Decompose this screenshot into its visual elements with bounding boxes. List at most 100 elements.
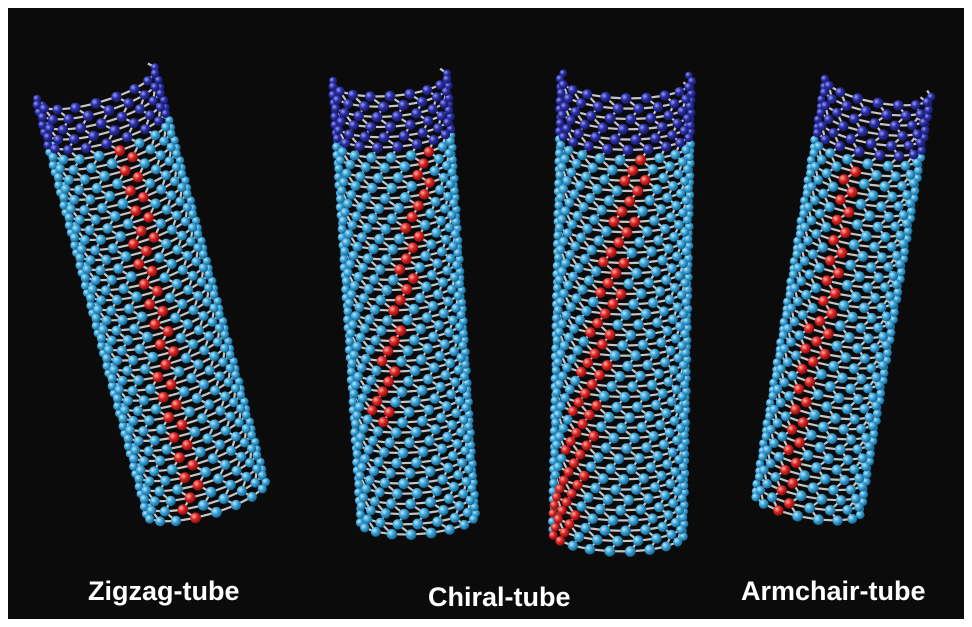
atom-sphere — [412, 488, 423, 499]
atom-sphere — [161, 239, 171, 249]
atom-sphere — [333, 95, 342, 104]
atom-sphere — [852, 343, 863, 354]
atom-sphere — [907, 207, 916, 216]
atom-sphere — [349, 120, 359, 130]
atom-sphere — [133, 375, 143, 385]
atom-sphere — [776, 398, 786, 408]
atom-sphere — [179, 386, 190, 397]
atom-sphere — [454, 365, 464, 375]
atom-sphere — [180, 472, 191, 483]
atom-sphere — [75, 253, 84, 262]
atom-sphere — [807, 216, 817, 226]
atom-sphere — [149, 232, 160, 243]
atom-sphere — [893, 100, 904, 111]
atom-sphere — [633, 535, 644, 546]
atom-sphere — [577, 284, 587, 294]
atom-sphere — [808, 249, 818, 259]
atom-sphere — [140, 364, 151, 375]
atom-sphere — [155, 339, 166, 350]
atom-sphere — [595, 287, 606, 298]
atom-sphere — [818, 189, 828, 199]
atom-sphere — [625, 546, 636, 557]
atom-sphere — [377, 356, 388, 367]
atom-sphere — [140, 90, 150, 100]
atom-sphere — [129, 118, 139, 128]
atom-sphere — [430, 166, 440, 176]
atom-sphere — [454, 501, 464, 511]
atom-sphere — [560, 341, 570, 351]
atom-sphere — [842, 404, 853, 415]
atom-sphere — [557, 506, 567, 516]
atom-sphere — [348, 359, 357, 368]
atom-sphere — [346, 329, 355, 338]
atom-sphere — [876, 201, 887, 212]
atom-sphere — [847, 312, 858, 323]
atom-sphere — [194, 325, 204, 335]
atom-sphere — [856, 510, 865, 519]
atom-sphere — [438, 142, 448, 152]
atom-sphere — [437, 247, 447, 257]
atom-sphere — [188, 339, 198, 349]
atom-sphere — [866, 138, 877, 149]
atom-sphere — [199, 263, 208, 272]
atom-sphere — [838, 121, 848, 131]
atom-sphere — [671, 334, 681, 344]
atom-sphere — [612, 536, 623, 547]
atom-sphere — [352, 411, 361, 420]
atom-sphere — [417, 385, 428, 396]
atom-sphere — [113, 263, 124, 274]
atom-sphere — [673, 486, 683, 496]
atom-sphere — [172, 211, 182, 221]
atom-sphere — [406, 529, 417, 540]
atom-sphere — [110, 211, 121, 222]
atom-sphere — [388, 305, 399, 316]
atom-sphere — [641, 309, 652, 320]
atom-sphere — [635, 155, 646, 166]
atom-sphere — [136, 226, 147, 237]
atom-sphere — [43, 133, 52, 142]
atom-sphere — [378, 101, 389, 112]
atom-sphere — [594, 236, 605, 247]
atom-sphere — [618, 124, 629, 135]
atom-sphere — [868, 393, 878, 403]
atom-sphere — [428, 301, 438, 311]
atom-sphere — [352, 342, 362, 352]
atom-sphere — [555, 223, 564, 232]
atom-sphere — [220, 344, 229, 353]
atom-sphere — [638, 340, 649, 351]
atom-sphere — [363, 415, 373, 425]
atom-sphere — [102, 315, 112, 325]
atom-sphere — [193, 480, 204, 491]
atom-sphere — [883, 161, 894, 172]
atom-sphere — [832, 215, 843, 226]
atom-sphere — [806, 430, 817, 441]
atom-sphere — [555, 275, 564, 284]
atom-sphere — [574, 532, 584, 542]
atom-sphere — [579, 336, 589, 346]
atom-sphere — [178, 504, 189, 515]
atom-sphere — [350, 181, 360, 191]
atom-sphere — [561, 206, 571, 216]
atom-sphere — [436, 413, 446, 423]
atom-sphere — [351, 211, 361, 221]
atom-sphere — [675, 87, 685, 97]
atom-sphere — [671, 201, 681, 211]
atom-sphere — [405, 468, 416, 479]
atom-sphere — [653, 235, 663, 245]
atom-sphere — [809, 410, 820, 421]
atom-sphere — [842, 154, 853, 165]
atom-sphere — [794, 384, 804, 394]
atom-sphere — [568, 272, 578, 282]
atom-sphere — [875, 150, 886, 161]
atom-sphere — [395, 325, 406, 336]
atom-sphere — [435, 382, 445, 392]
atom-sphere — [635, 371, 646, 382]
atom-sphere — [366, 122, 377, 133]
atom-sphere — [204, 399, 214, 409]
atom-sphere — [247, 492, 257, 502]
atom-sphere — [551, 470, 560, 479]
atom-sphere — [428, 332, 439, 343]
atom-sphere — [828, 235, 839, 246]
atom-sphere — [444, 327, 454, 337]
atom-sphere — [884, 212, 894, 222]
